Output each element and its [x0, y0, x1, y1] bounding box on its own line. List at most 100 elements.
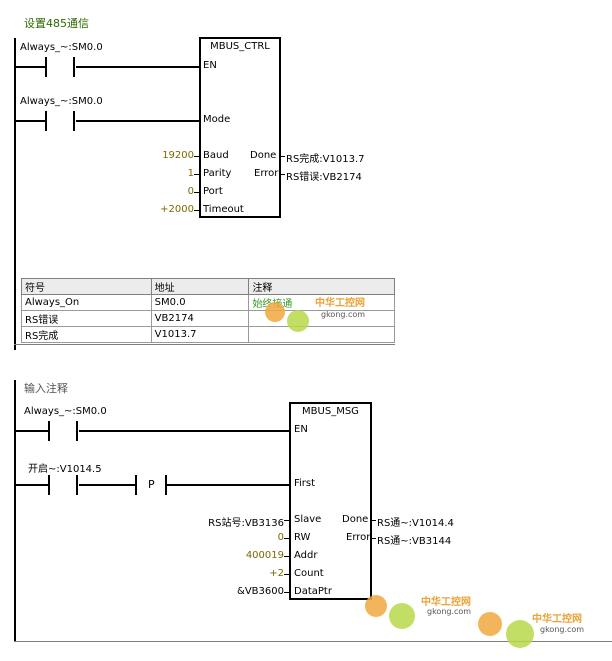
network2-contact1-label: Always_~:SM0.0 [24, 406, 107, 417]
mbus-msg-rw-wire [284, 538, 290, 539]
mbus-msg-rw-value[interactable]: 0 [277, 532, 284, 543]
watermark-logo: 中华工控网 gkong.com [478, 600, 610, 652]
network2-rung1-wire-b [79, 430, 291, 432]
network1-contact2-label: Always_~:SM0.0 [20, 96, 103, 107]
mbus-ctrl-port-wire [194, 192, 200, 193]
mbus-msg-addr-pin: Addr [294, 550, 318, 561]
mbus-msg-addr-value[interactable]: 400019 [245, 550, 284, 561]
symbol-table-header-comment: 注释 [248, 278, 395, 295]
mbus-msg-slave-pin: Slave [294, 514, 322, 525]
mbus-ctrl-mode-pin: Mode [203, 114, 231, 125]
gear-icon [265, 302, 285, 322]
mbus-msg-done-pin: Done [342, 514, 369, 525]
mbus-ctrl-baud-wire [194, 156, 200, 157]
network2-rung2-wire-b [79, 484, 135, 486]
mbus-ctrl-done-wire [279, 156, 285, 157]
mbus-msg-dataptr-value[interactable]: &VB3600 [237, 586, 284, 597]
watermark-name: 中华工控网 [532, 614, 582, 625]
mbus-msg-error-pin: Error [346, 532, 371, 543]
mbus-msg-count-pin: Count [294, 568, 324, 579]
network2-title: 输入注释 [24, 382, 68, 395]
positive-edge-label: P [148, 478, 155, 491]
symbol-table-header-address: 地址 [150, 278, 250, 295]
network2-power-rail [14, 380, 16, 642]
mbus-ctrl-baud-pin: Baud [203, 150, 229, 161]
mbus-msg-done-wire [370, 520, 376, 521]
network2-contact2[interactable] [48, 475, 78, 495]
network2-rung1-wire-a [15, 430, 48, 432]
mbus-msg-dataptr-wire [284, 592, 290, 593]
gear-icon [365, 595, 387, 617]
mbus-ctrl-error-value[interactable]: RS错误:VB2174 [286, 172, 362, 183]
mbus-msg-dataptr-pin: DataPtr [294, 586, 332, 597]
mbus-ctrl-port-pin: Port [203, 186, 223, 197]
address-cell: SM0.0 [150, 294, 250, 311]
gear-icon [506, 620, 534, 648]
gear-icon [287, 310, 309, 332]
network1-title: 设置485通信 [24, 17, 89, 30]
network2-contact1[interactable] [48, 421, 78, 441]
symbol-cell: RS错误 [21, 310, 152, 327]
comment-cell [248, 326, 395, 343]
symbol-table: 符号 地址 注释 Always_On SM0.0 始终接通 RS错误 VB217… [21, 278, 395, 343]
mbus-ctrl-title: MBUS_CTRL [210, 41, 270, 52]
address-cell: VB2174 [150, 310, 250, 327]
mbus-ctrl-en-pin: EN [203, 60, 217, 71]
watermark-url: gkong.com [540, 625, 585, 634]
mbus-ctrl-parity-pin: Parity [203, 168, 232, 179]
mbus-ctrl-timeout-value[interactable]: +2000 [160, 204, 194, 215]
watermark-logo: 中华工控网 gkong.com [365, 585, 495, 635]
gear-icon [389, 603, 415, 629]
address-cell: V1013.7 [150, 326, 250, 343]
network1-rung2-wire-a [15, 120, 45, 122]
network1-rung1-wire-a [15, 66, 45, 68]
network2-bottom-divider [14, 641, 612, 642]
mbus-ctrl-parity-wire [194, 174, 200, 175]
positive-edge-contact[interactable]: P [135, 475, 167, 495]
mbus-ctrl-done-value[interactable]: RS完成:V1013.7 [286, 154, 365, 165]
table-row[interactable]: RS完成 V1013.7 [21, 326, 395, 343]
watermark-name: 中华工控网 [421, 597, 471, 608]
mbus-ctrl-error-pin: Error [254, 168, 279, 179]
mbus-ctrl-timeout-wire [194, 210, 200, 211]
network1-power-rail [14, 38, 16, 350]
mbus-msg-slave-wire [284, 520, 290, 521]
symbol-table-header: 符号 地址 注释 [21, 278, 395, 295]
mbus-msg-first-pin: First [294, 478, 316, 489]
network2-rung2-wire-c [167, 484, 291, 486]
mbus-ctrl-parity-value[interactable]: 1 [187, 168, 194, 179]
mbus-ctrl-port-value[interactable]: 0 [187, 186, 194, 197]
watermark-name: 中华工控网 [315, 298, 365, 309]
mbus-msg-done-value[interactable]: RS通~:V1014.4 [377, 518, 454, 529]
watermark-url: gkong.com [321, 310, 366, 319]
network2-contact2-label: 开启~:V1014.5 [28, 464, 102, 475]
mbus-msg-title: MBUS_MSG [302, 406, 359, 417]
network1-contact2[interactable] [45, 111, 75, 131]
gear-icon [478, 612, 502, 636]
network1-rung2-wire-b [76, 120, 201, 122]
mbus-msg-block[interactable]: MBUS_MSG [289, 402, 372, 600]
watermark-url: gkong.com [427, 607, 472, 616]
mbus-ctrl-error-wire [279, 174, 285, 175]
mbus-ctrl-timeout-pin: Timeout [203, 204, 244, 215]
mbus-msg-slave-value[interactable]: RS站号:VB3136 [208, 518, 284, 529]
network2-rung2-wire-a [15, 484, 48, 486]
mbus-msg-count-value[interactable]: +2 [269, 568, 284, 579]
mbus-msg-en-pin: EN [294, 424, 308, 435]
symbol-cell: Always_On [21, 294, 152, 311]
network1-contact1-label: Always_~:SM0.0 [20, 42, 103, 53]
mbus-ctrl-baud-value[interactable]: 19200 [162, 150, 194, 161]
mbus-ctrl-block[interactable]: MBUS_CTRL [199, 37, 281, 218]
watermark-logo: 中华工控网 gkong.com [265, 290, 395, 334]
symbol-cell: RS完成 [21, 326, 152, 343]
mbus-msg-rw-pin: RW [294, 532, 311, 543]
network1-contact1[interactable] [45, 57, 75, 77]
mbus-msg-addr-wire [284, 556, 290, 557]
mbus-msg-error-value[interactable]: RS通~:VB3144 [377, 536, 452, 547]
network1-rung1-wire-b [76, 66, 201, 68]
mbus-ctrl-done-pin: Done [250, 150, 277, 161]
network1-bottom-divider [14, 344, 395, 345]
symbol-table-header-symbol: 符号 [21, 278, 152, 295]
mbus-msg-error-wire [370, 538, 376, 539]
mbus-msg-count-wire [284, 574, 290, 575]
